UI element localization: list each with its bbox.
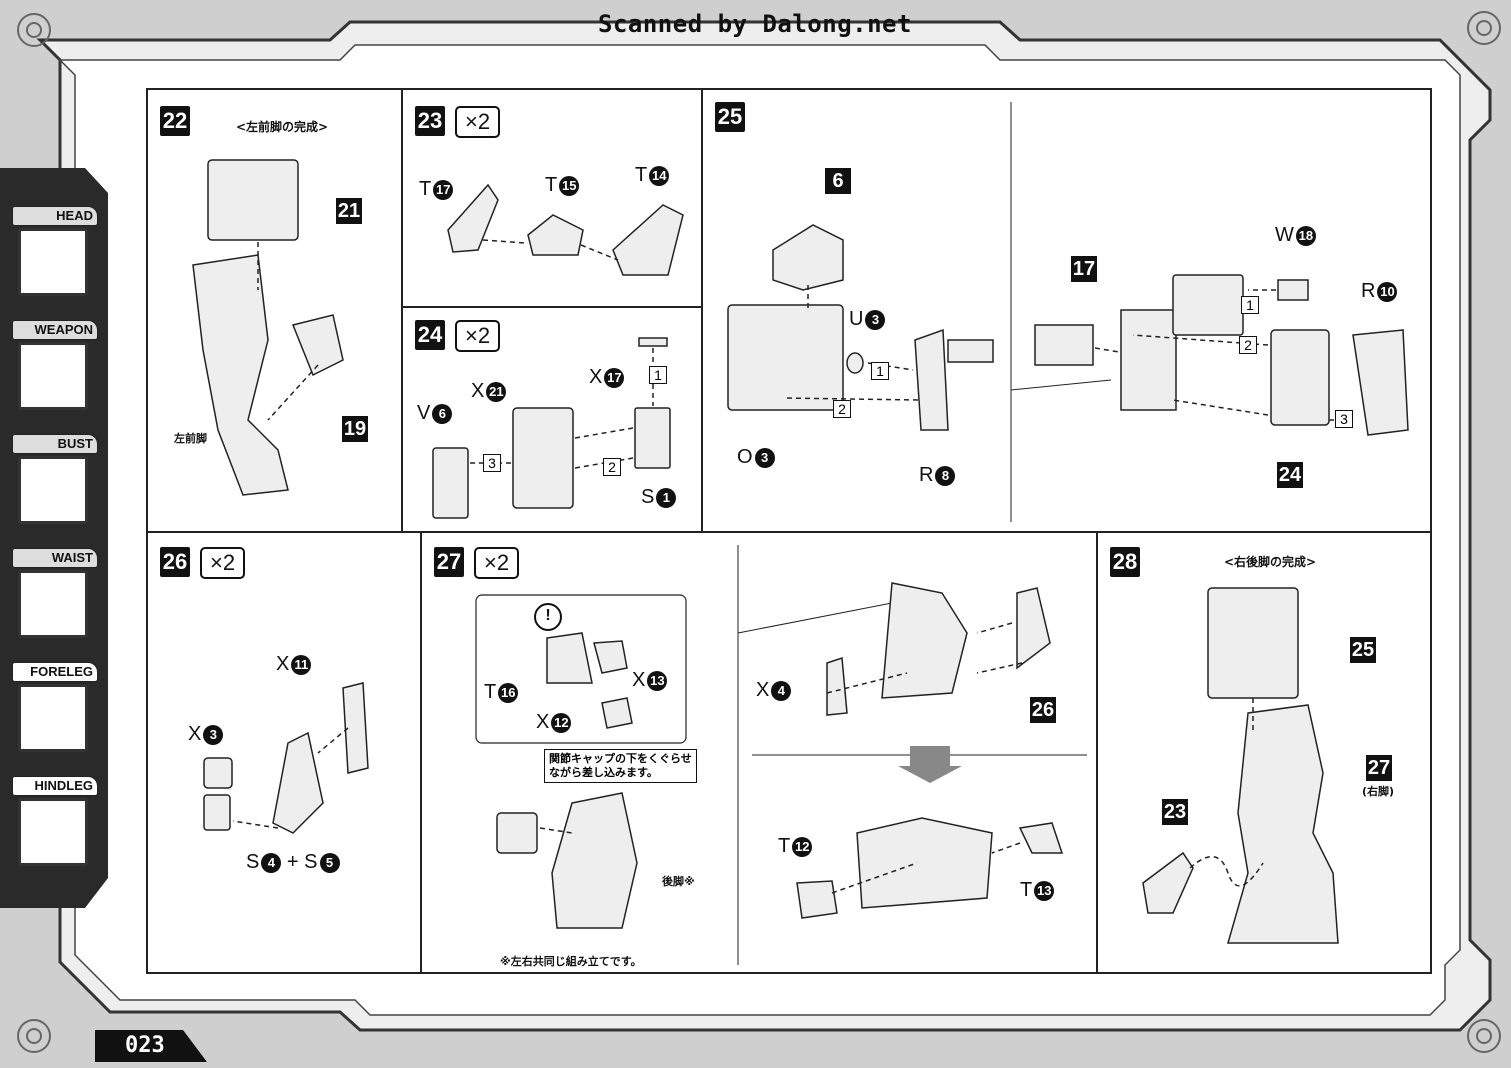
part-ref-27-sub: (右脚) bbox=[1362, 785, 1395, 798]
part-ref-26: 26 bbox=[1030, 697, 1056, 723]
step-27-diagram bbox=[475, 545, 1087, 965]
part-ref-19: 19 bbox=[342, 416, 368, 442]
step-number: 24 bbox=[415, 320, 445, 350]
step-23-diagram bbox=[447, 183, 684, 276]
step-caption: <右後脚の完成> bbox=[1224, 555, 1317, 569]
step-number: 25 bbox=[715, 102, 745, 132]
foreleg-diagram bbox=[192, 159, 344, 496]
step-number: 26 bbox=[160, 547, 190, 577]
note-line-2: ながら差し込みます。 bbox=[549, 766, 658, 779]
step-marker-b2: 2 bbox=[1239, 336, 1257, 354]
step-marker-3: 3 bbox=[483, 454, 501, 472]
step-number: 23 bbox=[415, 106, 445, 136]
step-number: 27 bbox=[434, 547, 464, 577]
waist-icon bbox=[18, 570, 88, 638]
hindleg-complete-diagram bbox=[1142, 587, 1339, 944]
bust-icon bbox=[18, 456, 88, 524]
nav-label-waist: WAIST bbox=[12, 548, 98, 568]
step-number: 22 bbox=[160, 106, 190, 136]
step-22-panel: 22 <左前脚の完成> 21 19 左前脚 bbox=[146, 88, 403, 533]
step-marker-2: 2 bbox=[603, 458, 621, 476]
step-marker-b1: 1 bbox=[1241, 296, 1259, 314]
head-icon bbox=[18, 228, 88, 296]
page-number: 023 bbox=[125, 1033, 165, 1058]
page-number-tab: 023 bbox=[95, 1030, 207, 1062]
nav-label-hindleg: HINDLEG bbox=[12, 776, 98, 796]
step-marker-1: 1 bbox=[871, 362, 889, 380]
note-line-1: 関節キャップの下をくぐらせ bbox=[549, 752, 692, 765]
section-nav: HEAD WEAPON BUST WAIST FORELEG HINDLEG bbox=[0, 168, 108, 908]
step-24-diagram bbox=[432, 337, 671, 519]
part-ref-6: 6 bbox=[825, 168, 851, 194]
step-26-diagram bbox=[203, 682, 369, 834]
part-label-left-foreleg: 左前脚 bbox=[174, 432, 207, 445]
part-label-hindleg: 後脚※ bbox=[662, 875, 695, 888]
alert-icon: ! bbox=[534, 603, 562, 631]
page-tab-shape bbox=[95, 1030, 207, 1062]
step-marker-b3: 3 bbox=[1335, 410, 1353, 428]
step-28-panel: 28 <右後脚の完成> 25 27 (右脚) 23 bbox=[1096, 531, 1432, 974]
quantity-multiplier: ×2 bbox=[474, 547, 520, 579]
step-caption: <左前脚の完成> bbox=[236, 120, 329, 134]
nav-label-bust: BUST bbox=[12, 434, 98, 454]
quantity-multiplier: ×2 bbox=[200, 547, 246, 579]
hindleg-icon bbox=[18, 798, 88, 866]
nav-label-foreleg: FORELEG bbox=[12, 662, 98, 682]
assembly-note: 関節キャップの下をくぐらせ ながら差し込みます。 bbox=[544, 749, 697, 783]
step-marker-2: 2 bbox=[833, 400, 851, 418]
nav-label-weapon: WEAPON bbox=[12, 320, 98, 340]
part-ref-17: 17 bbox=[1071, 256, 1097, 282]
part-ref-21: 21 bbox=[336, 198, 362, 224]
step-marker-1: 1 bbox=[649, 366, 667, 384]
quantity-multiplier: ×2 bbox=[455, 106, 501, 138]
nav-label-head: HEAD bbox=[12, 206, 98, 226]
foreleg-icon bbox=[18, 684, 88, 752]
scanner-watermark: Scanned by Dalong.net bbox=[598, 10, 912, 38]
part-ref-25: 25 bbox=[1350, 637, 1376, 663]
part-ref-24: 24 bbox=[1277, 462, 1303, 488]
part-ref-27: 27 bbox=[1366, 755, 1392, 781]
footnote: ※左右共同じ組み立てです。 bbox=[500, 955, 642, 968]
weapon-icon bbox=[18, 342, 88, 410]
part-ref-23: 23 bbox=[1162, 799, 1188, 825]
step-number: 28 bbox=[1110, 547, 1140, 577]
step-25-diagram bbox=[727, 102, 1409, 522]
quantity-multiplier: ×2 bbox=[455, 320, 501, 352]
